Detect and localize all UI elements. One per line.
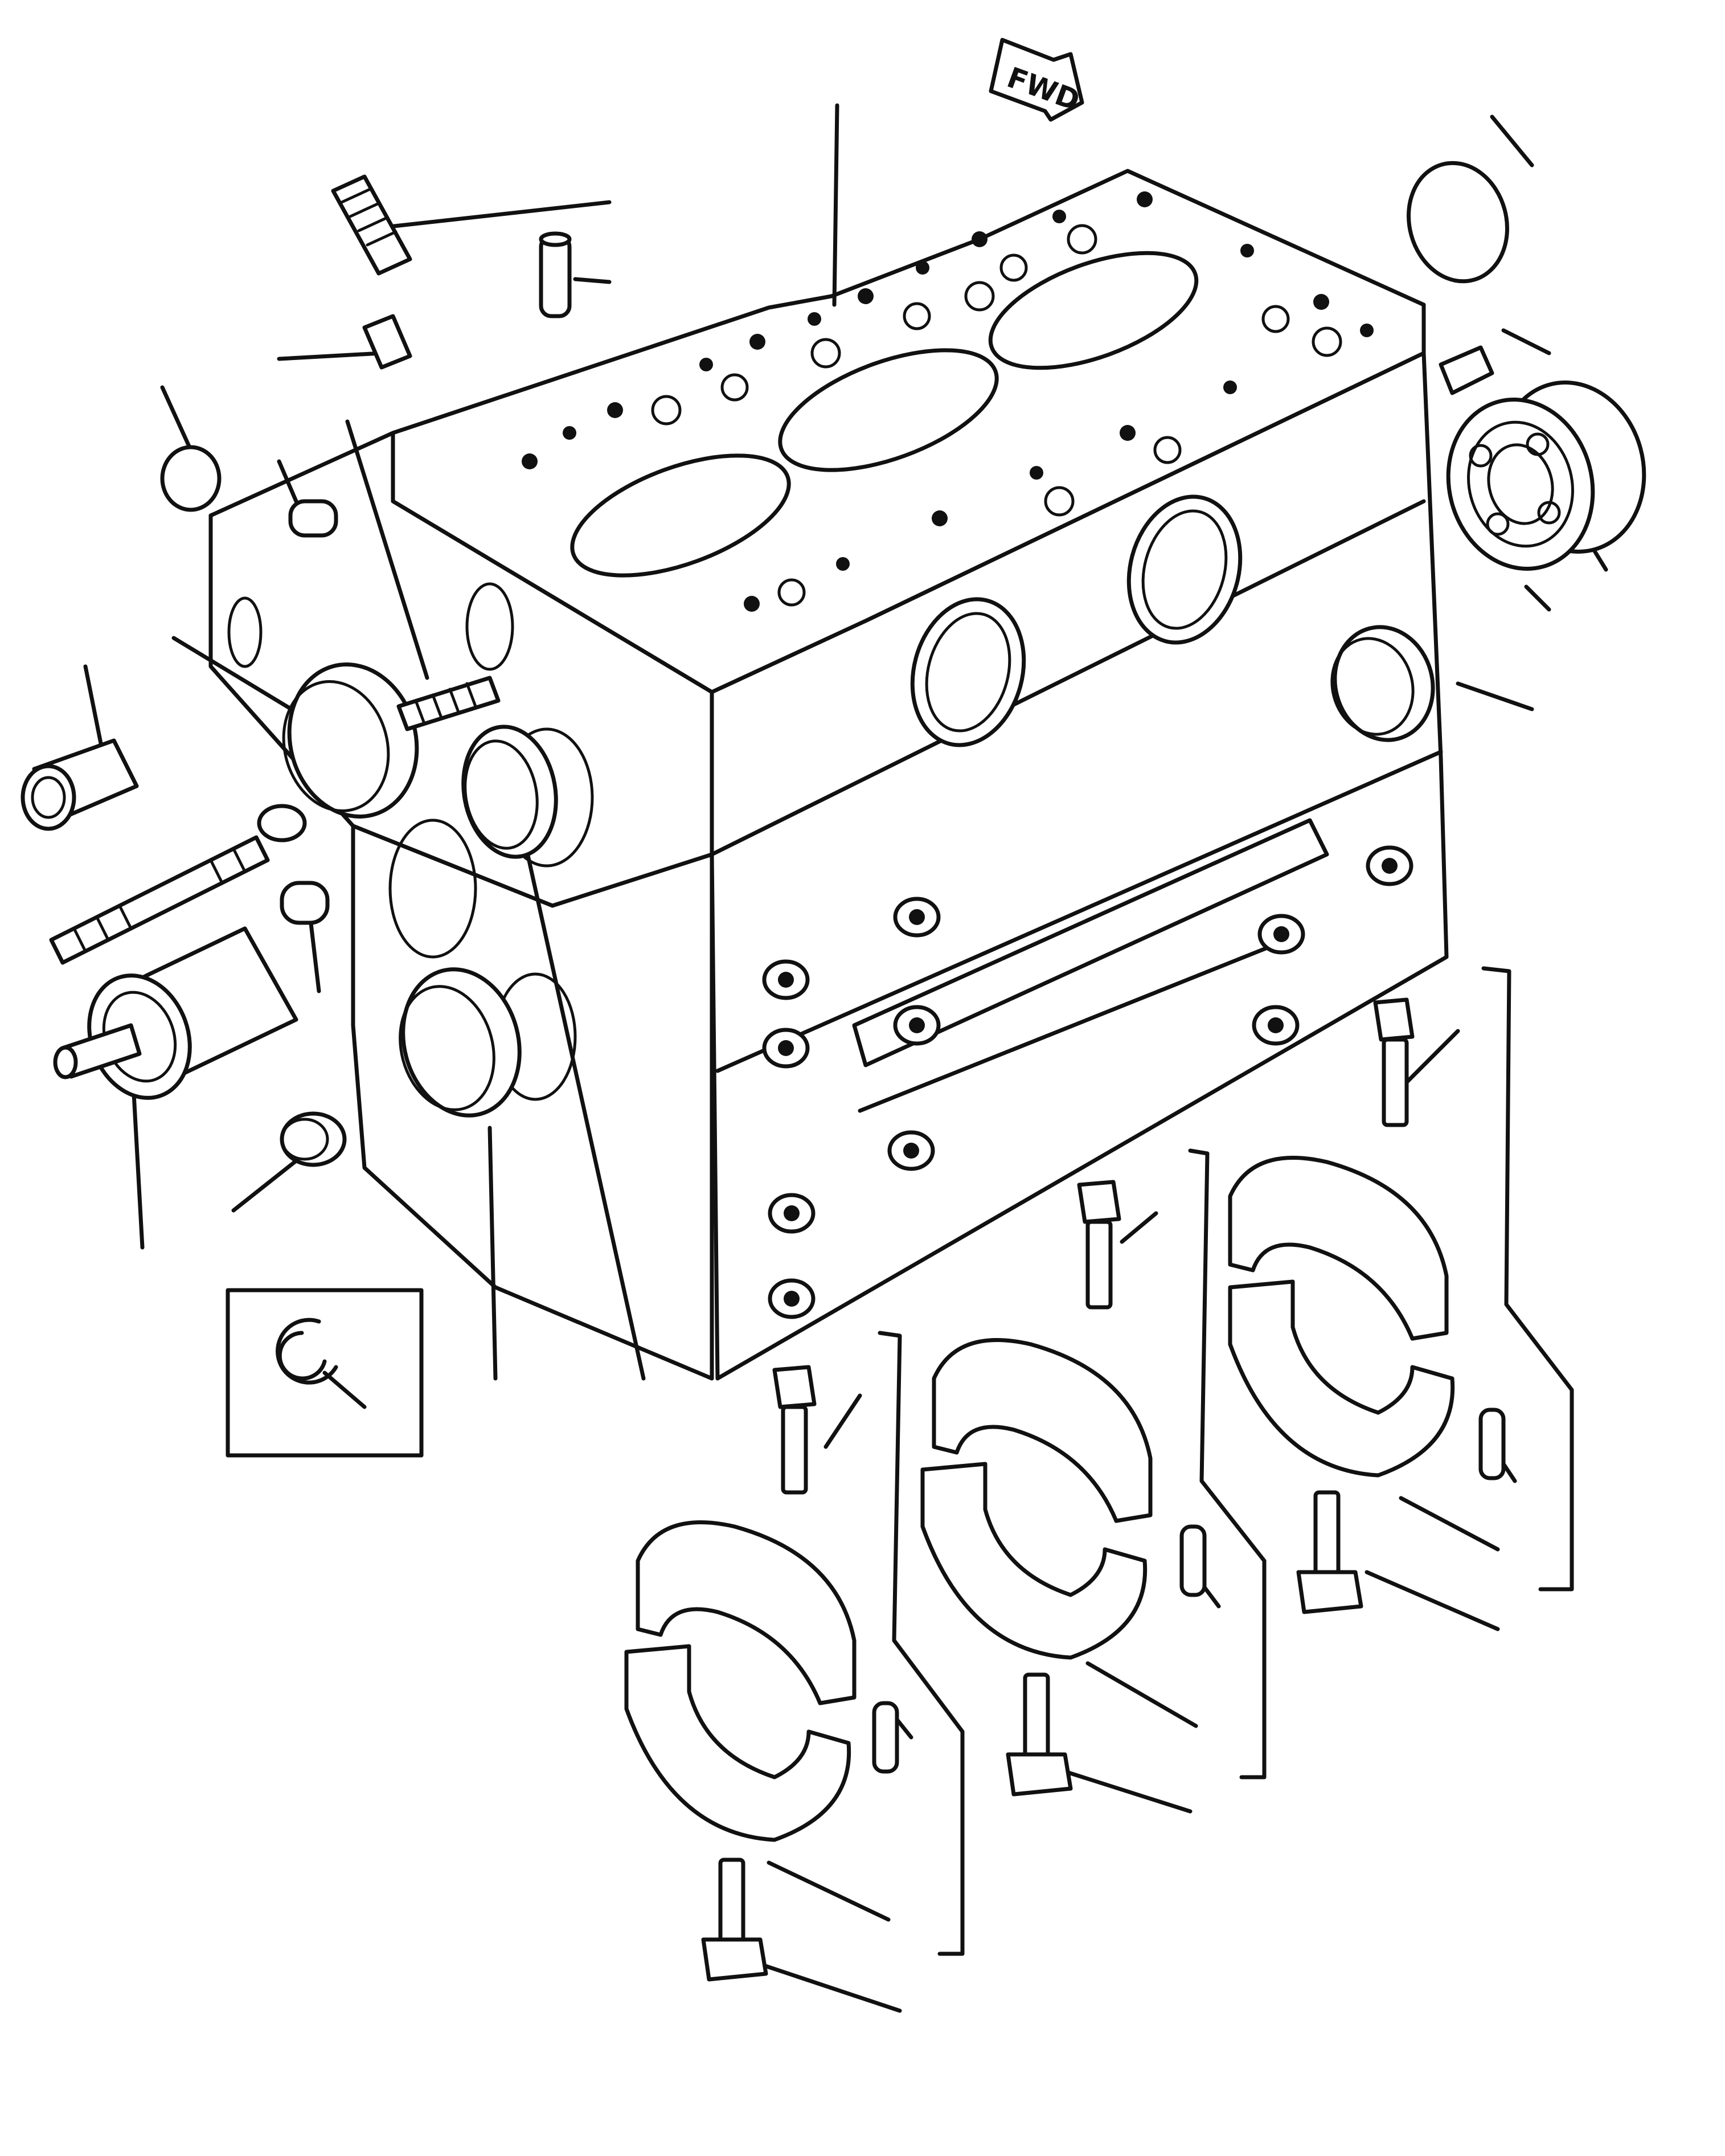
deck-holes (522, 191, 1374, 612)
cap-dowel-3 (872, 1701, 899, 1774)
plug-small (280, 881, 330, 925)
dowel-right (1439, 345, 1494, 395)
leader-lines (83, 103, 1608, 2013)
fwd-arrow-marker: FWD (989, 38, 1084, 122)
dowel-block-left (288, 499, 338, 538)
cap-bolt-lower-2 (1006, 1672, 1073, 1797)
seal-ring-medium (461, 725, 558, 859)
plug-left (160, 445, 222, 512)
main-bearing-bolt-3 (772, 1365, 817, 1495)
main-bearing-bolt-2 (1077, 1180, 1121, 1310)
cup-plug-right (1330, 625, 1435, 742)
dowel-pin-left (362, 314, 412, 370)
bearing-cap-2 (920, 1338, 1153, 1660)
skirt-bosses (762, 845, 1413, 1319)
cap-bolt-lower-1 (1296, 1490, 1363, 1614)
small-bush (280, 1111, 347, 1167)
idler-spindle (53, 926, 298, 1100)
expansion-plug-right (1407, 161, 1509, 284)
stud-top (331, 174, 412, 276)
cylinder-block (208, 169, 1449, 1381)
inset-detail-box (226, 1288, 424, 1458)
bearing-cap-3 (624, 1520, 857, 1842)
stud-center (396, 676, 501, 731)
bushing-left (21, 738, 139, 831)
dowel-pin-top (539, 231, 572, 318)
cap-dowel-2 (1179, 1524, 1207, 1597)
cap-bolt-lower-3 (701, 1858, 768, 1982)
long-bolt (49, 804, 307, 965)
bearing-cap-1 (1228, 1156, 1455, 1478)
cap-dowel-1 (1478, 1408, 1506, 1480)
seal-ring-front (399, 967, 522, 1118)
ball-bearing (1446, 381, 1646, 571)
main-bearing-bolt-1 (1373, 997, 1415, 1127)
group-brackets (878, 966, 1574, 1956)
